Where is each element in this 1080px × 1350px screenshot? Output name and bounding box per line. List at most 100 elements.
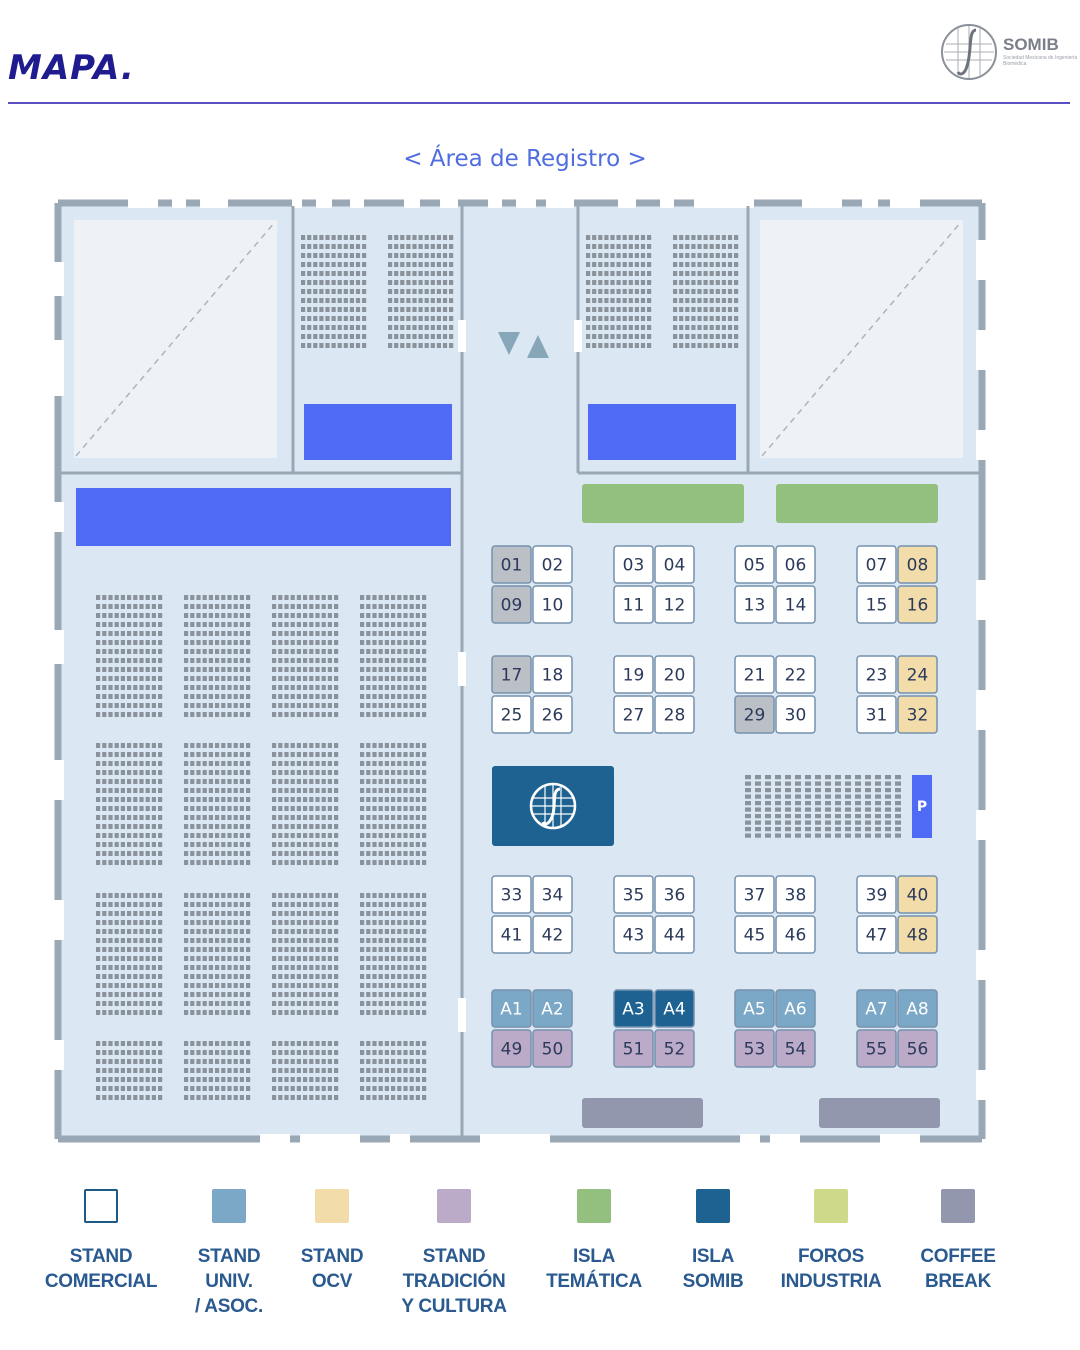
stand-41[interactable]: 41 — [491, 915, 532, 954]
legend-swatch — [437, 1189, 471, 1223]
stand-46[interactable]: 46 — [775, 915, 816, 954]
stand-44[interactable]: 44 — [654, 915, 695, 954]
stand-38[interactable]: 38 — [775, 875, 816, 914]
stand-number: 50 — [542, 1040, 564, 1060]
stand-A7[interactable]: A7 — [856, 989, 897, 1028]
stand-25[interactable]: 25 — [491, 695, 532, 734]
stand-15[interactable]: 15 — [856, 585, 897, 624]
stand-09[interactable]: 09 — [491, 585, 532, 624]
stand-31[interactable]: 31 — [856, 695, 897, 734]
stand-53[interactable]: 53 — [734, 1029, 775, 1068]
stand-07[interactable]: 07 — [856, 545, 897, 584]
stand-12[interactable]: 12 — [654, 585, 695, 624]
legend-swatch — [941, 1189, 975, 1223]
stand-50[interactable]: 50 — [532, 1029, 573, 1068]
stand-29[interactable]: 29 — [734, 695, 775, 734]
stand-23[interactable]: 23 — [856, 655, 897, 694]
stand-34[interactable]: 34 — [532, 875, 573, 914]
legend-swatch — [577, 1189, 611, 1223]
stand-16[interactable]: 16 — [897, 585, 938, 624]
stand-number: 43 — [623, 926, 645, 946]
stand-number: 20 — [664, 666, 686, 686]
stand-A1[interactable]: A1 — [491, 989, 532, 1028]
seat-block — [184, 893, 251, 1015]
stand-42[interactable]: 42 — [532, 915, 573, 954]
blue-room-bar-1 — [304, 404, 452, 460]
stand-37[interactable]: 37 — [734, 875, 775, 914]
stand-number: 21 — [744, 666, 766, 686]
blue-room-bar-2 — [588, 404, 736, 460]
stand-24[interactable]: 24 — [897, 655, 938, 694]
stand-32[interactable]: 32 — [897, 695, 938, 734]
stand-51[interactable]: 51 — [613, 1029, 654, 1068]
legend-swatch — [696, 1189, 730, 1223]
stand-27[interactable]: 27 — [613, 695, 654, 734]
stand-54[interactable]: 54 — [775, 1029, 816, 1068]
stand-10[interactable]: 10 — [532, 585, 573, 624]
stand-17[interactable]: 17 — [491, 655, 532, 694]
stand-A5[interactable]: A5 — [734, 989, 775, 1028]
stand-20[interactable]: 20 — [654, 655, 695, 694]
stand-55[interactable]: 55 — [856, 1029, 897, 1068]
inner-wall-openings — [458, 320, 582, 1032]
logo-name: SOMIB — [1003, 35, 1059, 54]
stand-number: 33 — [501, 886, 523, 906]
stand-52[interactable]: 52 — [654, 1029, 695, 1068]
stand-14[interactable]: 14 — [775, 585, 816, 624]
stand-08[interactable]: 08 — [897, 545, 938, 584]
seat-block — [272, 743, 339, 865]
stand-48[interactable]: 48 — [897, 915, 938, 954]
stand-21[interactable]: 21 — [734, 655, 775, 694]
stand-49[interactable]: 49 — [491, 1029, 532, 1068]
stand-05[interactable]: 05 — [734, 545, 775, 584]
stand-number: 49 — [501, 1040, 523, 1060]
stand-number: 27 — [623, 706, 645, 726]
logo-subtitle: Sociedad Mexicana de Ingeniería Biomédic… — [1003, 55, 1078, 67]
stand-43[interactable]: 43 — [613, 915, 654, 954]
stand-56[interactable]: 56 — [897, 1029, 938, 1068]
stand-26[interactable]: 26 — [532, 695, 573, 734]
stand-A6[interactable]: A6 — [775, 989, 816, 1028]
stand-04[interactable]: 04 — [654, 545, 695, 584]
stand-06[interactable]: 06 — [775, 545, 816, 584]
stand-35[interactable]: 35 — [613, 875, 654, 914]
stand-number: 54 — [785, 1040, 807, 1060]
stand-11[interactable]: 11 — [613, 585, 654, 624]
stand-A4[interactable]: A4 — [654, 989, 695, 1028]
stand-13[interactable]: 13 — [734, 585, 775, 624]
stand-A2[interactable]: A2 — [532, 989, 573, 1028]
stand-02[interactable]: 02 — [532, 545, 573, 584]
stand-39[interactable]: 39 — [856, 875, 897, 914]
isla-somib — [492, 766, 614, 846]
stand-number: 39 — [866, 886, 888, 906]
page-title: MAPA. — [8, 48, 135, 88]
stand-33[interactable]: 33 — [491, 875, 532, 914]
room-top-left — [74, 220, 277, 458]
stand-number: 35 — [623, 886, 645, 906]
stand-40[interactable]: 40 — [897, 875, 938, 914]
stand-28[interactable]: 28 — [654, 695, 695, 734]
stand-36[interactable]: 36 — [654, 875, 695, 914]
stand-22[interactable]: 22 — [775, 655, 816, 694]
stand-A8[interactable]: A8 — [897, 989, 938, 1028]
stand-A3[interactable]: A3 — [613, 989, 654, 1028]
stand-45[interactable]: 45 — [734, 915, 775, 954]
stand-30[interactable]: 30 — [775, 695, 816, 734]
stand-18[interactable]: 18 — [532, 655, 573, 694]
stand-number: 02 — [542, 556, 564, 576]
stand-03[interactable]: 03 — [613, 545, 654, 584]
stand-47[interactable]: 47 — [856, 915, 897, 954]
stand-19[interactable]: 19 — [613, 655, 654, 694]
stand-01[interactable]: 01 — [491, 545, 532, 584]
